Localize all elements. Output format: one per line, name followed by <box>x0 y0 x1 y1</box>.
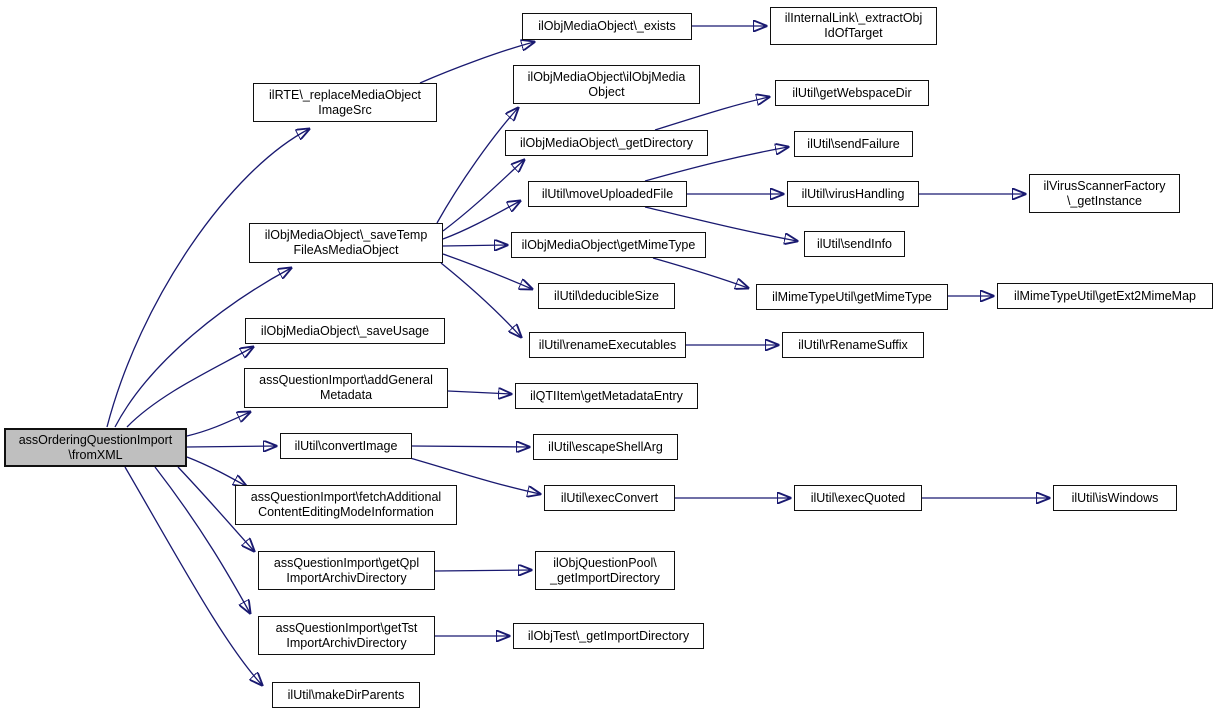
node-il-obj-media-object-save-temp-file-as-media-object[interactable]: ilObjMediaObject\_saveTemp FileAsMediaOb… <box>249 223 443 263</box>
node-il-util-get-webspace-dir[interactable]: ilUtil\getWebspaceDir <box>775 80 929 106</box>
node-il-mime-type-util-get-ext2-mime-map[interactable]: ilMimeTypeUtil\getExt2MimeMap <box>997 283 1213 309</box>
node-il-rte-replace-media-object-image-src[interactable]: ilRTE\_replaceMediaObject ImageSrc <box>253 83 437 122</box>
edge-convertImage-execConvert <box>409 457 540 494</box>
edge-saveTemp-deducibleSize <box>442 253 532 289</box>
edge-addGeneralMetadata-getMetadataEntry <box>447 391 511 394</box>
node-il-util-convert-image[interactable]: ilUtil\convertImage <box>280 433 412 459</box>
node-il-util-make-dir-parents[interactable]: ilUtil\makeDirParents <box>272 682 420 708</box>
node-ass-question-import-add-general-metadata[interactable]: assQuestionImport\addGeneral Metadata <box>244 368 448 408</box>
node-il-obj-question-pool-get-import-directory[interactable]: ilObjQuestionPool\ _getImportDirectory <box>535 551 675 590</box>
edge-convertImage-escapeShellArg <box>411 446 529 447</box>
node-ass-question-import-get-tst-import-archiv-directory[interactable]: assQuestionImport\getTst ImportArchivDir… <box>258 616 435 655</box>
edge-saveTemp-objGetMimeType <box>442 245 507 246</box>
edge-moveUploadedFile-sendInfo <box>644 206 797 241</box>
node-il-util-exec-convert[interactable]: ilUtil\execConvert <box>544 485 675 511</box>
edge-fromXML-replaceMediaObjectImageSrc <box>106 129 309 428</box>
node-il-util-virus-handling[interactable]: ilUtil\virusHandling <box>787 181 919 207</box>
node-il-util-send-failure[interactable]: ilUtil\sendFailure <box>794 131 913 157</box>
node-il-obj-test-get-import-directory[interactable]: ilObjTest\_getImportDirectory <box>513 623 704 649</box>
edge-saveTemp-getDirectory <box>442 160 524 232</box>
node-il-obj-media-object-exists[interactable]: ilObjMediaObject\_exists <box>522 13 692 40</box>
node-il-qti-item-get-metadata-entry[interactable]: ilQTIItem\getMetadataEntry <box>515 383 698 409</box>
edge-saveTemp-moveUploadedFile <box>442 201 520 240</box>
edge-objGetMimeType-mimeGetMimeType <box>652 257 748 288</box>
node-il-mime-type-util-get-mime-type[interactable]: ilMimeTypeUtil\getMimeType <box>756 284 948 310</box>
node-il-util-deducible-size[interactable]: ilUtil\deducibleSize <box>538 283 675 309</box>
node-il-util-r-rename-suffix[interactable]: ilUtil\rRenameSuffix <box>782 332 924 358</box>
edge-getQpl-poolGetImportDirectory <box>434 570 531 571</box>
edge-fromXML-fetchAdditionalInfo <box>186 456 246 486</box>
node-il-obj-media-object-get-directory[interactable]: ilObjMediaObject\_getDirectory <box>505 130 708 156</box>
edge-replaceMediaObjectImageSrc-exists <box>419 42 534 84</box>
node-ass-question-import-fetch-additional-content-editing-mode-information[interactable]: assQuestionImport\fetchAdditional Conten… <box>235 485 457 525</box>
edge-fromXML-saveTempFileAsMediaObject <box>114 268 291 428</box>
edge-fromXML-getQplImportArchivDirectory <box>177 466 254 551</box>
node-il-util-exec-quoted[interactable]: ilUtil\execQuoted <box>794 485 922 511</box>
edge-saveTemp-ilObjMediaObjectCtor <box>436 108 518 224</box>
node-il-virus-scanner-factory-get-instance[interactable]: ilVirusScannerFactory \_getInstance <box>1029 174 1180 213</box>
node-il-util-send-info[interactable]: ilUtil\sendInfo <box>804 231 905 257</box>
node-ass-question-import-get-qpl-import-archiv-directory[interactable]: assQuestionImport\getQpl ImportArchivDir… <box>258 551 435 590</box>
node-il-util-is-windows[interactable]: ilUtil\isWindows <box>1053 485 1177 511</box>
node-ass-ordering-question-import-from-xml: assOrderingQuestionImport \fromXML <box>4 428 187 467</box>
edge-fromXML-addGeneralMetadata <box>186 412 250 437</box>
node-il-util-escape-shell-arg[interactable]: ilUtil\escapeShellArg <box>533 434 678 460</box>
edge-moveUploadedFile-sendFailure <box>644 147 788 182</box>
edge-saveTemp-renameExecutables <box>440 262 521 337</box>
node-il-internal-link-extract-obj-id-of-target[interactable]: ilInternalLink\_extractObj IdOfTarget <box>770 7 937 45</box>
node-il-util-move-uploaded-file[interactable]: ilUtil\moveUploadedFile <box>528 181 687 207</box>
node-il-util-rename-executables[interactable]: ilUtil\renameExecutables <box>529 332 686 358</box>
node-il-obj-media-object-get-mime-type[interactable]: ilObjMediaObject\getMimeType <box>511 232 706 258</box>
edge-fromXML-convertImage <box>186 446 276 447</box>
edge-fromXML-saveUsage <box>126 347 253 428</box>
edge-getDirectory-getWebspaceDir <box>654 97 769 131</box>
edge-fromXML-getTstImportArchivDirectory <box>154 466 250 613</box>
edge-fromXML-makeDirParents <box>124 466 262 685</box>
node-il-obj-media-object-save-usage[interactable]: ilObjMediaObject\_saveUsage <box>245 318 445 344</box>
node-il-obj-media-object-ctor[interactable]: ilObjMediaObject\ilObjMedia Object <box>513 65 700 104</box>
